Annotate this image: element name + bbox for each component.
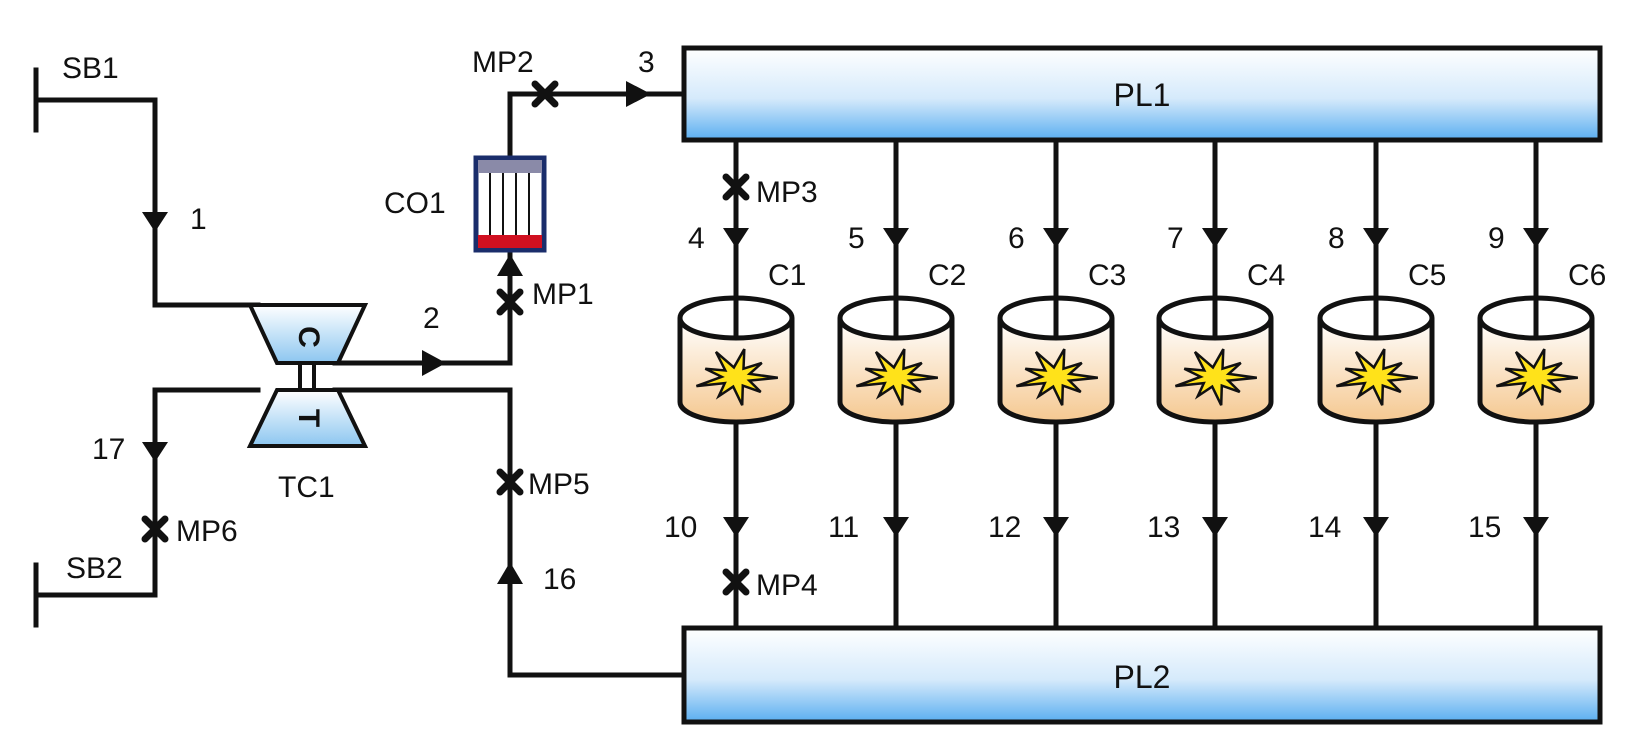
label-stream-17: 17 — [92, 433, 125, 466]
arrow-stream-2 — [422, 350, 446, 376]
label-chamber: C5 — [1408, 259, 1446, 292]
arrow-stream-3 — [626, 81, 651, 107]
label-mp1: MP1 — [532, 278, 594, 311]
label-outlet-stream: 10 — [664, 511, 697, 544]
label-mp4: MP4 — [756, 569, 818, 602]
chamber-row: 4C1 10 5C2 11 6C3 12 7C4 13 8C5 14 9C6 15 — [664, 140, 1606, 628]
pipe-stream-1 — [152, 97, 261, 308]
label-mp5: MP5 — [528, 468, 590, 501]
mp4-marker — [722, 568, 750, 596]
label-mp3: MP3 — [756, 176, 818, 209]
arrow-cooler-in — [497, 254, 523, 276]
arrow-stream-1 — [142, 212, 168, 232]
label-outlet-stream: 11 — [828, 511, 859, 544]
arrow-inlet-c1 — [723, 228, 749, 248]
mp3-marker — [722, 173, 750, 201]
label-inlet-stream: 5 — [848, 222, 865, 255]
arrow-inlet-c3 — [1043, 228, 1069, 248]
mp5-marker — [496, 468, 524, 496]
compressor-label: C — [292, 326, 325, 348]
arrow-outlet-c5 — [1363, 517, 1389, 537]
burst-icon — [1495, 348, 1578, 406]
label-inlet-stream: 7 — [1167, 222, 1184, 255]
arrow-outlet-c4 — [1202, 517, 1228, 537]
label-outlet-stream: 12 — [988, 511, 1021, 544]
header-pl2: PL2 — [681, 625, 1603, 725]
mp1-marker — [496, 288, 524, 316]
arrow-stream-17 — [142, 442, 168, 462]
header-pl1-label: PL1 — [1114, 77, 1171, 113]
turbine-label: T — [292, 409, 325, 427]
burst-icon — [1015, 348, 1098, 406]
label-outlet-stream: 15 — [1468, 511, 1501, 544]
arrow-inlet-c5 — [1363, 228, 1389, 248]
label-mp2: MP2 — [472, 46, 534, 79]
burst-icon — [855, 348, 938, 406]
label-mp6: MP6 — [176, 515, 238, 548]
label-stream-16: 16 — [543, 563, 576, 596]
label-outlet-stream: 13 — [1147, 511, 1180, 544]
label-stream-1: 1 — [190, 203, 207, 236]
turbine — [246, 388, 369, 448]
arrow-inlet-c6 — [1523, 228, 1549, 248]
label-tc1: TC1 — [278, 471, 335, 504]
arrow-outlet-c6 — [1523, 517, 1549, 537]
compressor — [246, 303, 369, 365]
pipe-stream-2 — [332, 252, 513, 366]
turbocharger-tc1: C T — [246, 303, 369, 448]
label-stream-3: 3 — [638, 46, 655, 79]
header-pl1: PL1 — [681, 45, 1603, 143]
arrow-outlet-c3 — [1043, 517, 1069, 537]
arrow-outlet-c2 — [883, 517, 909, 537]
label-inlet-stream: 4 — [688, 222, 705, 255]
pipe-stream-17 — [152, 387, 261, 598]
label-stream-2: 2 — [423, 302, 440, 335]
arrow-inlet-c4 — [1202, 228, 1228, 248]
label-chamber: C3 — [1088, 259, 1126, 292]
mp6-marker — [141, 515, 169, 543]
label-co1: CO1 — [384, 187, 446, 220]
mp2-marker — [531, 80, 559, 108]
label-chamber: C6 — [1568, 259, 1606, 292]
arrow-inlet-c2 — [883, 228, 909, 248]
header-pl2-label: PL2 — [1114, 659, 1171, 695]
pipe-stream-16 — [332, 387, 687, 678]
label-inlet-stream: 8 — [1328, 222, 1345, 255]
burst-icon — [1174, 348, 1257, 406]
arrow-stream-16 — [497, 562, 523, 584]
cooler-co1 — [473, 155, 547, 253]
burst-icon — [1335, 348, 1418, 406]
label-chamber: C2 — [928, 259, 966, 292]
label-outlet-stream: 14 — [1308, 511, 1341, 544]
label-chamber: C4 — [1247, 259, 1285, 292]
label-inlet-stream: 9 — [1488, 222, 1505, 255]
label-sb2: SB2 — [66, 552, 123, 585]
label-inlet-stream: 6 — [1008, 222, 1025, 255]
label-sb1: SB1 — [62, 52, 119, 85]
supply-sb2 — [33, 562, 158, 628]
supply-sb1 — [33, 67, 158, 133]
burst-icon — [695, 348, 778, 406]
arrow-outlet-c1 — [723, 517, 749, 537]
label-chamber: C1 — [768, 259, 806, 292]
